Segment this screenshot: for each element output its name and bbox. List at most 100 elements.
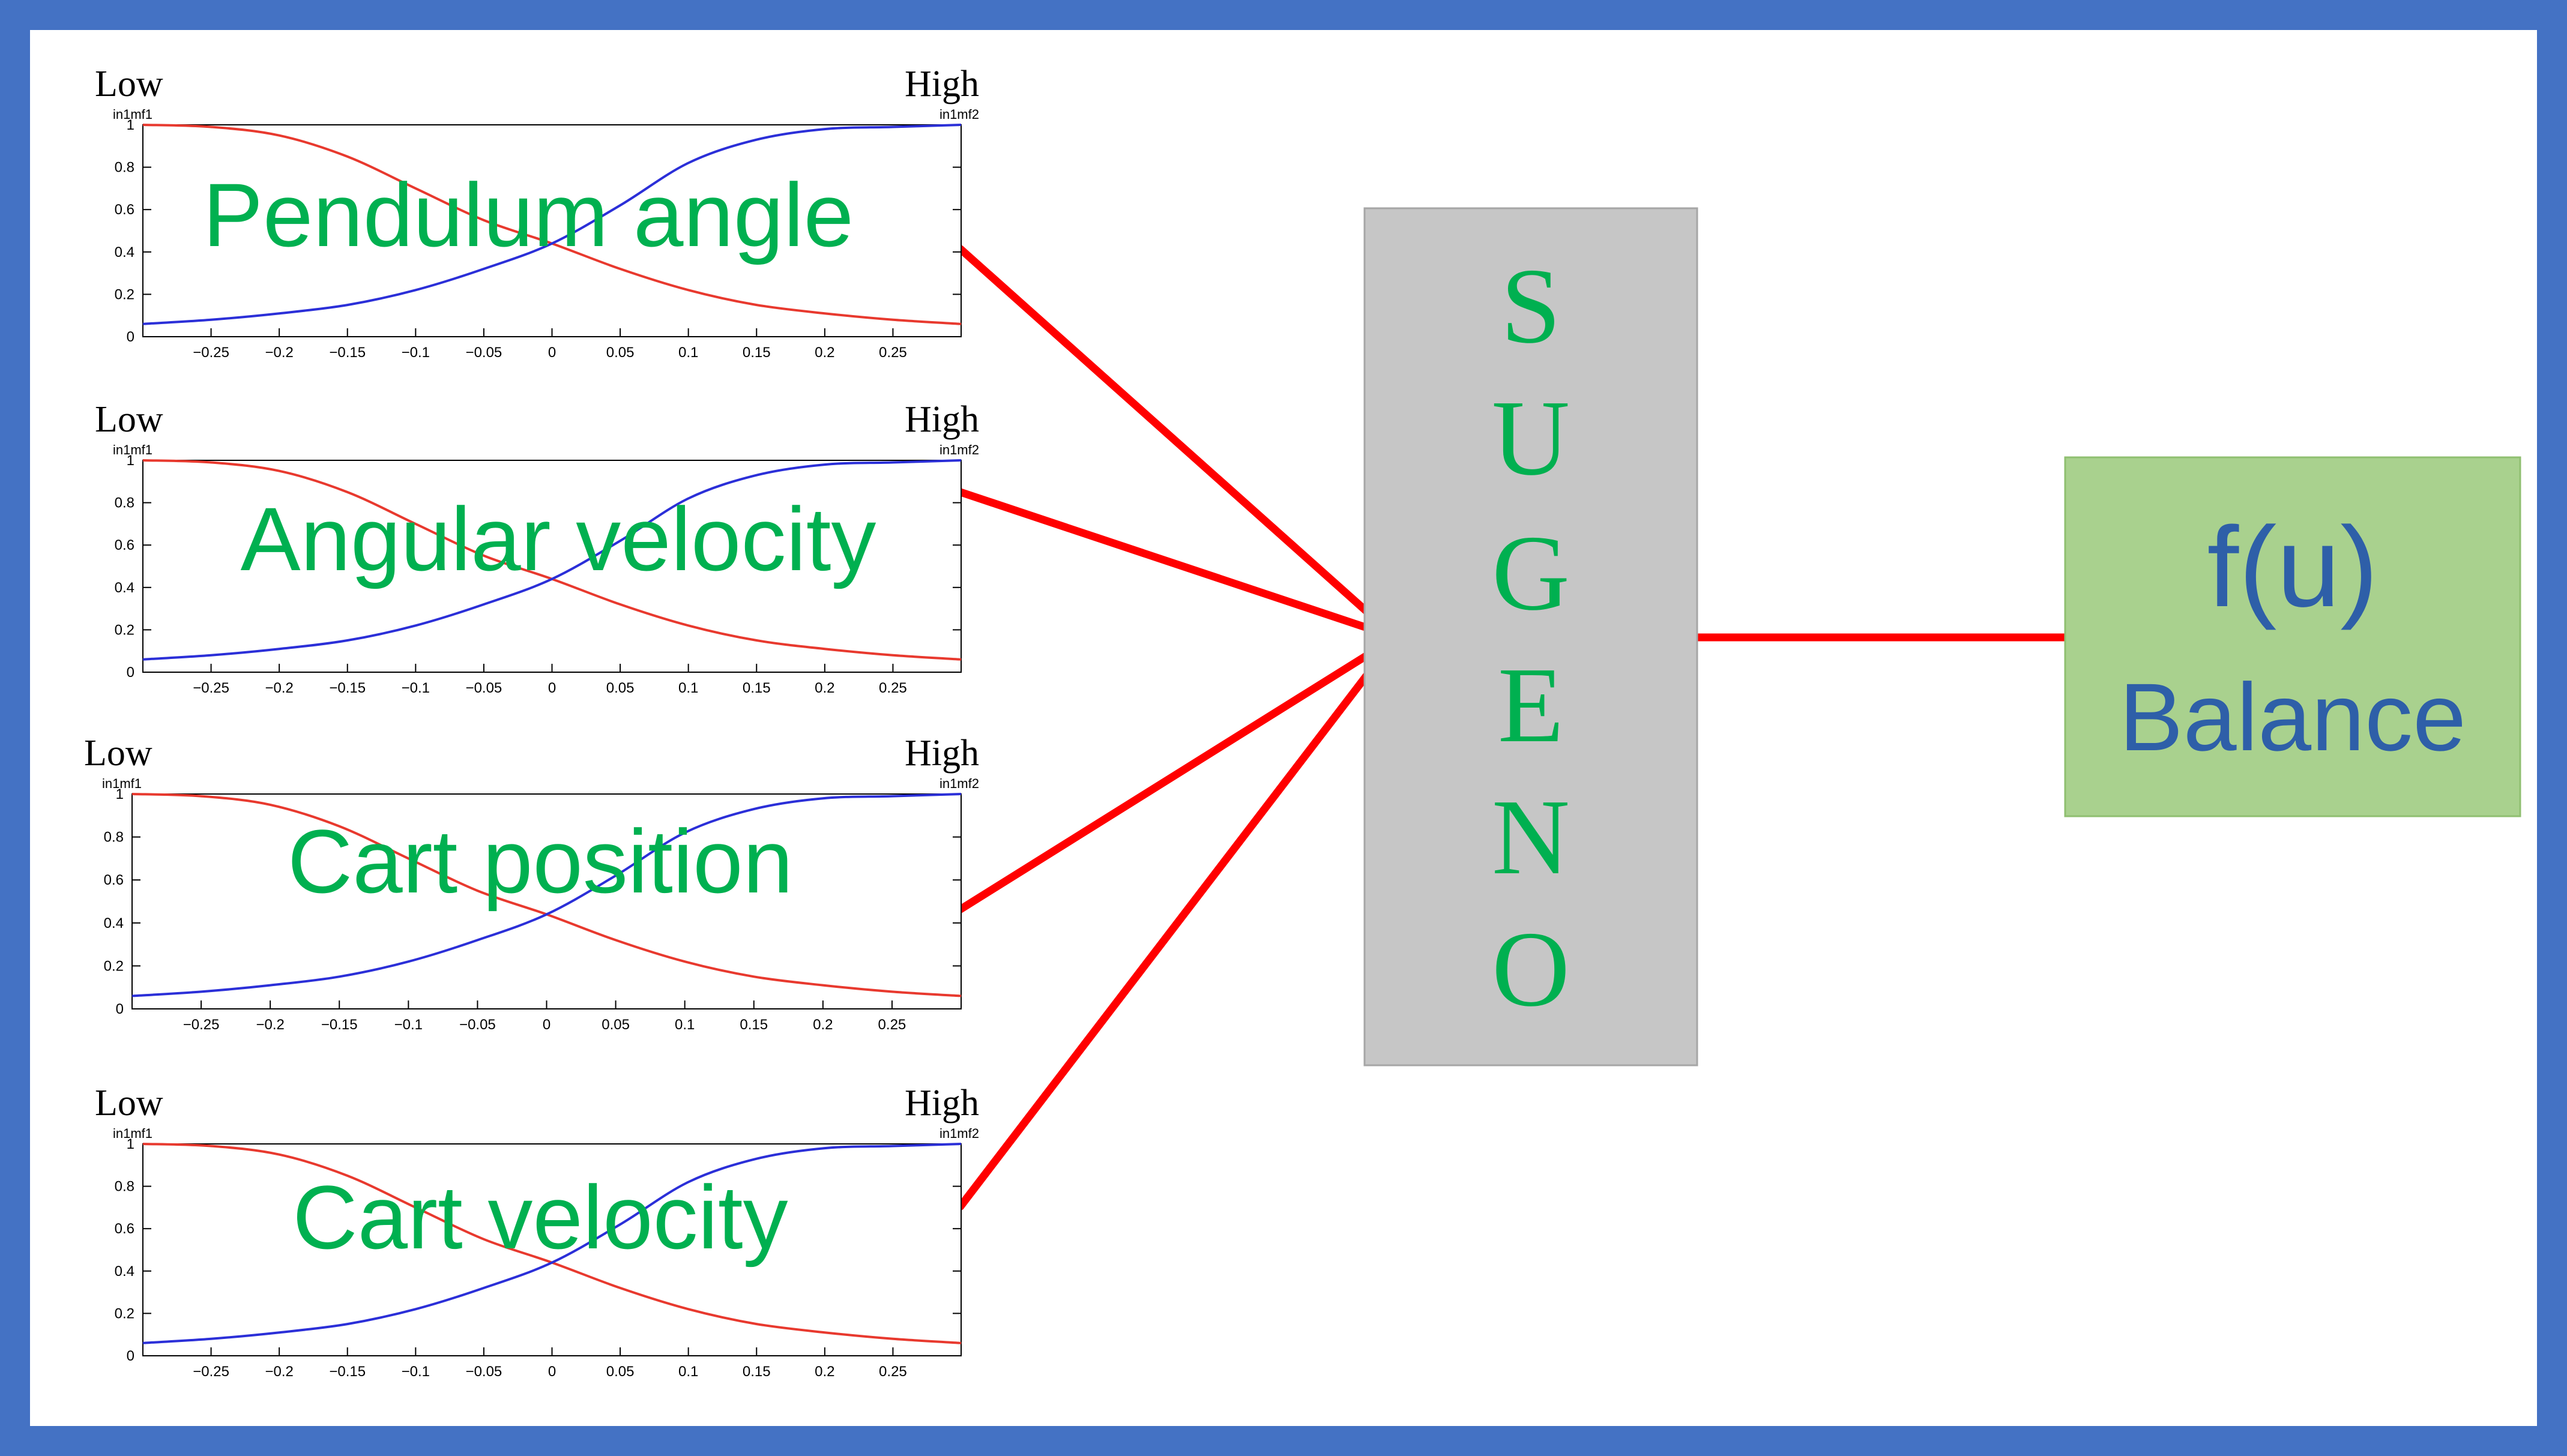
mf2-label: in1mf2 bbox=[940, 107, 979, 122]
x-tick-label: −0.2 bbox=[265, 680, 293, 696]
x-tick-label: 0.25 bbox=[879, 680, 907, 696]
low-label: Low bbox=[95, 64, 163, 104]
x-tick-label: 0 bbox=[548, 344, 556, 361]
sugeno-letter: U bbox=[1492, 378, 1570, 498]
x-tick-label: −0.1 bbox=[402, 1364, 430, 1380]
y-tick-label: 0.6 bbox=[115, 202, 134, 218]
x-tick-label: 0.2 bbox=[815, 344, 834, 361]
x-tick-label: −0.05 bbox=[459, 1017, 496, 1033]
output-box bbox=[2064, 456, 2521, 817]
plot-frame bbox=[142, 124, 962, 337]
high-membership-curve bbox=[131, 793, 962, 997]
sugeno-letter: S bbox=[1501, 246, 1561, 366]
high-label: High bbox=[905, 399, 979, 440]
sugeno-letter: O bbox=[1492, 909, 1570, 1029]
x-tick-label: 0.05 bbox=[602, 1017, 630, 1033]
mf1-label: in1mf1 bbox=[113, 107, 152, 122]
y-tick-label: 0.8 bbox=[115, 1179, 134, 1195]
output-block: f(u) Balance bbox=[2064, 456, 2521, 817]
y-tick-label: 0.4 bbox=[115, 244, 134, 260]
x-tick-label: −0.25 bbox=[193, 680, 229, 696]
sugeno-letter: G bbox=[1492, 513, 1570, 633]
x-tick-label: 0.25 bbox=[878, 1017, 906, 1033]
x-tick-label: −0.2 bbox=[265, 1364, 293, 1380]
plot-frame bbox=[142, 1143, 962, 1356]
low-label: Low bbox=[84, 733, 152, 774]
y-tick-label: 0.2 bbox=[115, 1305, 134, 1322]
high-membership-curve bbox=[142, 459, 962, 661]
x-tick-label: 0.2 bbox=[813, 1017, 833, 1033]
high-membership-curve bbox=[142, 124, 962, 325]
y-tick-label: 0.2 bbox=[115, 622, 134, 638]
plot-frame bbox=[142, 460, 962, 673]
connector-line-1 bbox=[956, 245, 1400, 642]
x-tick-label: 0.2 bbox=[815, 1364, 834, 1380]
y-tick-label: 1 bbox=[127, 1136, 134, 1152]
connector-lines bbox=[956, 245, 2065, 1211]
x-tick-label: −0.25 bbox=[193, 344, 229, 361]
output-label: Balance bbox=[2119, 663, 2466, 771]
x-tick-label: −0.1 bbox=[402, 680, 430, 696]
connector-line-3 bbox=[956, 633, 1400, 913]
connector-line-4 bbox=[956, 633, 1400, 1211]
x-tick-label: −0.05 bbox=[466, 344, 502, 361]
x-tick-label: 0.15 bbox=[743, 344, 771, 361]
x-tick-label: 0.25 bbox=[879, 344, 907, 361]
x-tick-label: −0.05 bbox=[466, 680, 502, 696]
x-tick-label: 0.05 bbox=[606, 1364, 635, 1380]
x-tick-label: −0.25 bbox=[193, 1364, 229, 1380]
y-tick-label: 0 bbox=[127, 329, 134, 345]
y-tick-label: 0.2 bbox=[104, 958, 124, 974]
mf1-label: in1mf1 bbox=[102, 776, 142, 791]
y-tick-label: 0.6 bbox=[115, 537, 134, 553]
plot-frame bbox=[131, 793, 962, 1009]
sugeno-box bbox=[1363, 207, 1698, 1066]
x-tick-label: −0.15 bbox=[329, 680, 366, 696]
mf2-label: in1mf2 bbox=[940, 776, 979, 791]
x-tick-label: −0.15 bbox=[329, 1364, 366, 1380]
y-tick-label: 0.6 bbox=[104, 872, 124, 888]
x-tick-label: −0.2 bbox=[256, 1017, 284, 1033]
input-title: Pendulum angle bbox=[203, 164, 854, 265]
high-label: High bbox=[905, 733, 979, 774]
x-tick-label: −0.1 bbox=[402, 344, 430, 361]
y-tick-label: 1 bbox=[127, 117, 134, 133]
x-tick-label: 0.1 bbox=[678, 1364, 698, 1380]
y-tick-label: 0.4 bbox=[115, 580, 134, 596]
y-tick-label: 0 bbox=[127, 664, 134, 681]
x-tick-label: −0.15 bbox=[321, 1017, 358, 1033]
y-tick-label: 1 bbox=[116, 786, 124, 802]
y-tick-label: 0 bbox=[127, 1348, 134, 1364]
y-tick-label: 0.4 bbox=[104, 915, 124, 931]
x-tick-label: 0.25 bbox=[879, 1364, 907, 1380]
y-tick-label: 0.2 bbox=[115, 286, 134, 302]
y-tick-label: 0.8 bbox=[115, 495, 134, 511]
x-tick-label: 0.1 bbox=[678, 680, 698, 696]
y-tick-label: 0.8 bbox=[115, 160, 134, 176]
x-tick-label: −0.15 bbox=[329, 344, 366, 361]
input-title: Angular velocity bbox=[241, 489, 876, 589]
y-tick-label: 0.4 bbox=[115, 1263, 134, 1280]
x-tick-label: 0 bbox=[548, 1364, 556, 1380]
x-tick-label: 0.05 bbox=[606, 680, 635, 696]
y-tick-label: 0.6 bbox=[115, 1221, 134, 1237]
low-label: Low bbox=[95, 399, 163, 440]
y-tick-label: 0.8 bbox=[104, 829, 124, 846]
y-tick-label: 1 bbox=[127, 453, 134, 469]
mf2-label: in1mf2 bbox=[940, 442, 979, 457]
input-title: Cart velocity bbox=[292, 1167, 788, 1268]
x-tick-label: 0.05 bbox=[606, 344, 635, 361]
input-title: Cart position bbox=[288, 811, 793, 912]
output-formula: f(u) bbox=[2207, 504, 2378, 631]
x-tick-label: −0.25 bbox=[183, 1017, 220, 1033]
